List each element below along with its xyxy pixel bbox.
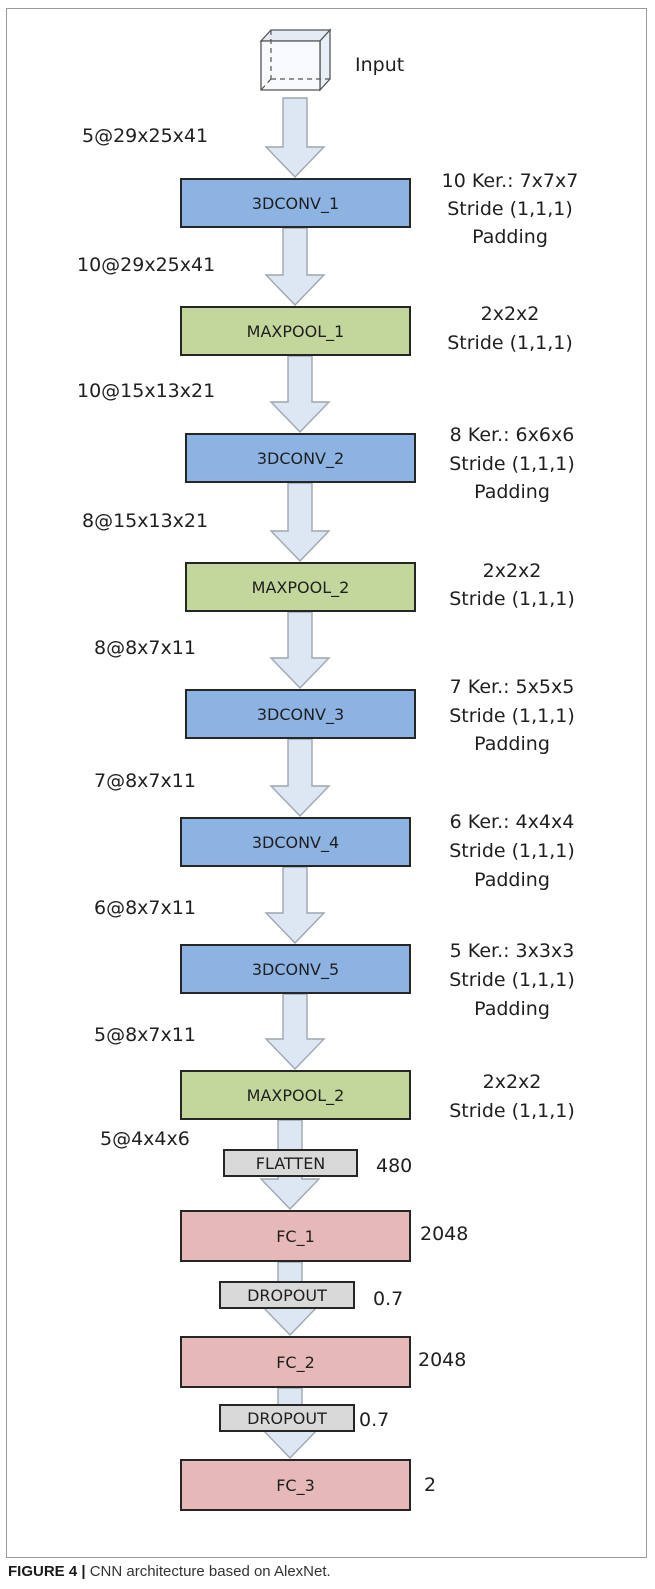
shape-after-maxpool-1: 10@15x13x21 [77,380,215,402]
param-maxpool-2-size: 2x2x2 [483,560,542,582]
layer-fc-2-label: FC_2 [276,1353,315,1373]
figure-caption: FIGURE 4 | CNN architecture based on Ale… [8,1563,331,1580]
param-3dconv-3-stride: Stride (1,1,1) [449,705,575,727]
param-3dconv-5-stride: Stride (1,1,1) [449,969,575,991]
param-3dconv-4-stride: Stride (1,1,1) [449,840,575,862]
param-3dconv-4-kernels: 6 Ker.: 4x4x4 [450,811,575,833]
param-dropout-2-rate: 0.7 [359,1409,389,1431]
shape-after-3dconv-4: 6@8x7x11 [94,897,196,919]
layer-maxpool-2-label: MAXPOOL_2 [252,578,350,598]
param-3dconv-3-kernels: 7 Ker.: 5x5x5 [450,676,575,698]
layer-3dconv-3-label: 3DCONV_3 [257,705,344,725]
flow-arrow-icon [269,611,331,690]
flow-arrow-icon [264,993,326,1071]
layer-maxpool-1-label: MAXPOOL_1 [247,322,345,342]
param-3dconv-2-stride: Stride (1,1,1) [449,453,575,475]
shape-after-3dconv-1: 10@29x25x41 [77,254,215,276]
figure-number: FIGURE 4 | [8,1563,86,1580]
param-3dconv-1-stride: Stride (1,1,1) [447,198,573,220]
layer-3dconv-1: 3DCONV_1 [180,178,411,228]
layer-3dconv-1-label: 3DCONV_1 [252,194,339,214]
shape-after-3dconv-5: 5@8x7x11 [94,1024,196,1046]
layer-dropout-1-label: DROPOUT [247,1286,327,1305]
param-3dconv-1-padding: Padding [472,226,548,248]
input-label: Input [355,54,404,76]
param-fc-2-units: 2048 [418,1349,466,1371]
flow-arrow-icon [264,227,326,307]
shape-after-maxpool-2: 8@8x7x11 [94,637,196,659]
input-cube-icon [259,28,332,92]
layer-maxpool-3-label: MAXPOOL_2 [247,1086,345,1106]
param-maxpool-3-size: 2x2x2 [483,1071,542,1093]
param-maxpool-2-stride: Stride (1,1,1) [449,588,575,610]
flow-arrow-icon [269,738,331,818]
layer-3dconv-2: 3DCONV_2 [185,433,416,483]
layer-3dconv-2-label: 3DCONV_2 [257,449,344,469]
param-3dconv-5-padding: Padding [474,998,550,1020]
shape-after-maxpool-3: 5@4x4x6 [100,1128,190,1150]
flow-arrow-icon [269,355,331,434]
layer-flatten-label: FLATTEN [256,1154,326,1173]
layer-3dconv-4: 3DCONV_4 [180,817,411,867]
tensor-shapes: 5@29x25x41 10@29x25x41 10@15x13x21 8@15x… [77,125,215,1150]
flow-arrow-icon [264,97,326,179]
figure-frame [6,8,647,1558]
layer-flatten: FLATTEN [223,1149,358,1177]
layer-parameters: 10 Ker.: 7x7x7 Stride (1,1,1) Padding 2x… [359,170,578,1496]
layers-stack: 3DCONV_1 MAXPOOL_1 3DCONV_2 MAXPOOL_2 3D… [180,178,416,1511]
shape-after-3dconv-3: 7@8x7x11 [94,770,196,792]
param-dropout-1-rate: 0.7 [373,1288,403,1310]
param-3dconv-2-padding: Padding [474,481,550,503]
layer-fc-1-label: FC_1 [276,1227,315,1247]
layer-3dconv-5-label: 3DCONV_5 [252,960,339,980]
param-maxpool-3-stride: Stride (1,1,1) [449,1100,575,1122]
layer-maxpool-2: MAXPOOL_2 [185,562,416,612]
flow-arrow-icon [269,482,331,563]
layer-3dconv-5: 3DCONV_5 [180,944,411,994]
param-3dconv-4-padding: Padding [474,869,550,891]
figure-caption-text: CNN architecture based on AlexNet. [85,1563,331,1580]
layer-fc-1: FC_1 [180,1210,411,1262]
layer-3dconv-3: 3DCONV_3 [185,689,416,739]
param-fc-3-units: 2 [424,1474,436,1496]
shape-input: 5@29x25x41 [82,125,208,147]
param-3dconv-5-kernels: 5 Ker.: 3x3x3 [450,940,575,962]
layer-maxpool-3: MAXPOOL_2 [180,1070,411,1120]
layer-dropout-2-label: DROPOUT [247,1409,327,1428]
layer-fc-3: FC_3 [180,1459,411,1511]
param-3dconv-1-kernels: 10 Ker.: 7x7x7 [442,170,579,192]
layer-dropout-1: DROPOUT [219,1281,355,1309]
flow-arrow-icon [264,866,326,945]
layer-dropout-2: DROPOUT [219,1404,355,1432]
param-3dconv-2-kernels: 8 Ker.: 6x6x6 [450,424,575,446]
param-flatten-size: 480 [376,1155,412,1177]
layer-fc-3-label: FC_3 [276,1476,315,1496]
layer-fc-2: FC_2 [180,1336,411,1388]
param-fc-1-units: 2048 [420,1223,468,1245]
shape-after-3dconv-2: 8@15x13x21 [82,510,208,532]
layer-maxpool-1: MAXPOOL_1 [180,306,411,356]
param-3dconv-3-padding: Padding [474,733,550,755]
param-maxpool-1-stride: Stride (1,1,1) [447,332,573,354]
param-maxpool-1-size: 2x2x2 [481,303,540,325]
layer-3dconv-4-label: 3DCONV_4 [252,833,339,853]
